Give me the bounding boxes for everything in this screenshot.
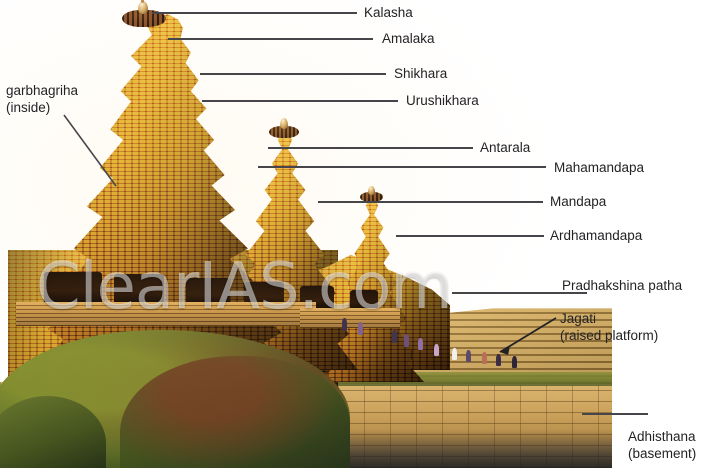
- person-figure: [358, 322, 363, 335]
- person-figure: [466, 350, 471, 362]
- kalasha-mid-icon: [280, 118, 288, 129]
- arcade-opening: [186, 278, 230, 304]
- person-figure: [512, 356, 517, 368]
- person-figure: [404, 334, 409, 347]
- person-figure: [342, 318, 347, 331]
- arcade-opening: [350, 290, 378, 310]
- person-figure: [496, 354, 501, 366]
- temple-photograph: ClearIAS.com: [0, 0, 612, 468]
- plinth-course: [300, 308, 400, 328]
- arcade-opening: [44, 272, 102, 302]
- kalasha-icon: [138, 0, 148, 14]
- arcade-opening: [114, 274, 164, 302]
- person-figure: [392, 330, 397, 343]
- kalasha-small-icon: [368, 186, 375, 195]
- foreground-vegetation: [120, 356, 350, 468]
- person-figure: [482, 352, 487, 364]
- amalaka-small-icon: [360, 192, 383, 202]
- amalaka-mid-icon: [269, 126, 299, 138]
- label-adhisthana-line1: Adhisthana: [628, 429, 696, 444]
- label-adhisthana-line2: (basement): [628, 446, 697, 461]
- plinth-course: [16, 302, 316, 326]
- amalaka-icon: [122, 10, 166, 27]
- person-figure: [452, 348, 457, 360]
- person-figure: [418, 338, 423, 350]
- person-figure: [434, 344, 439, 356]
